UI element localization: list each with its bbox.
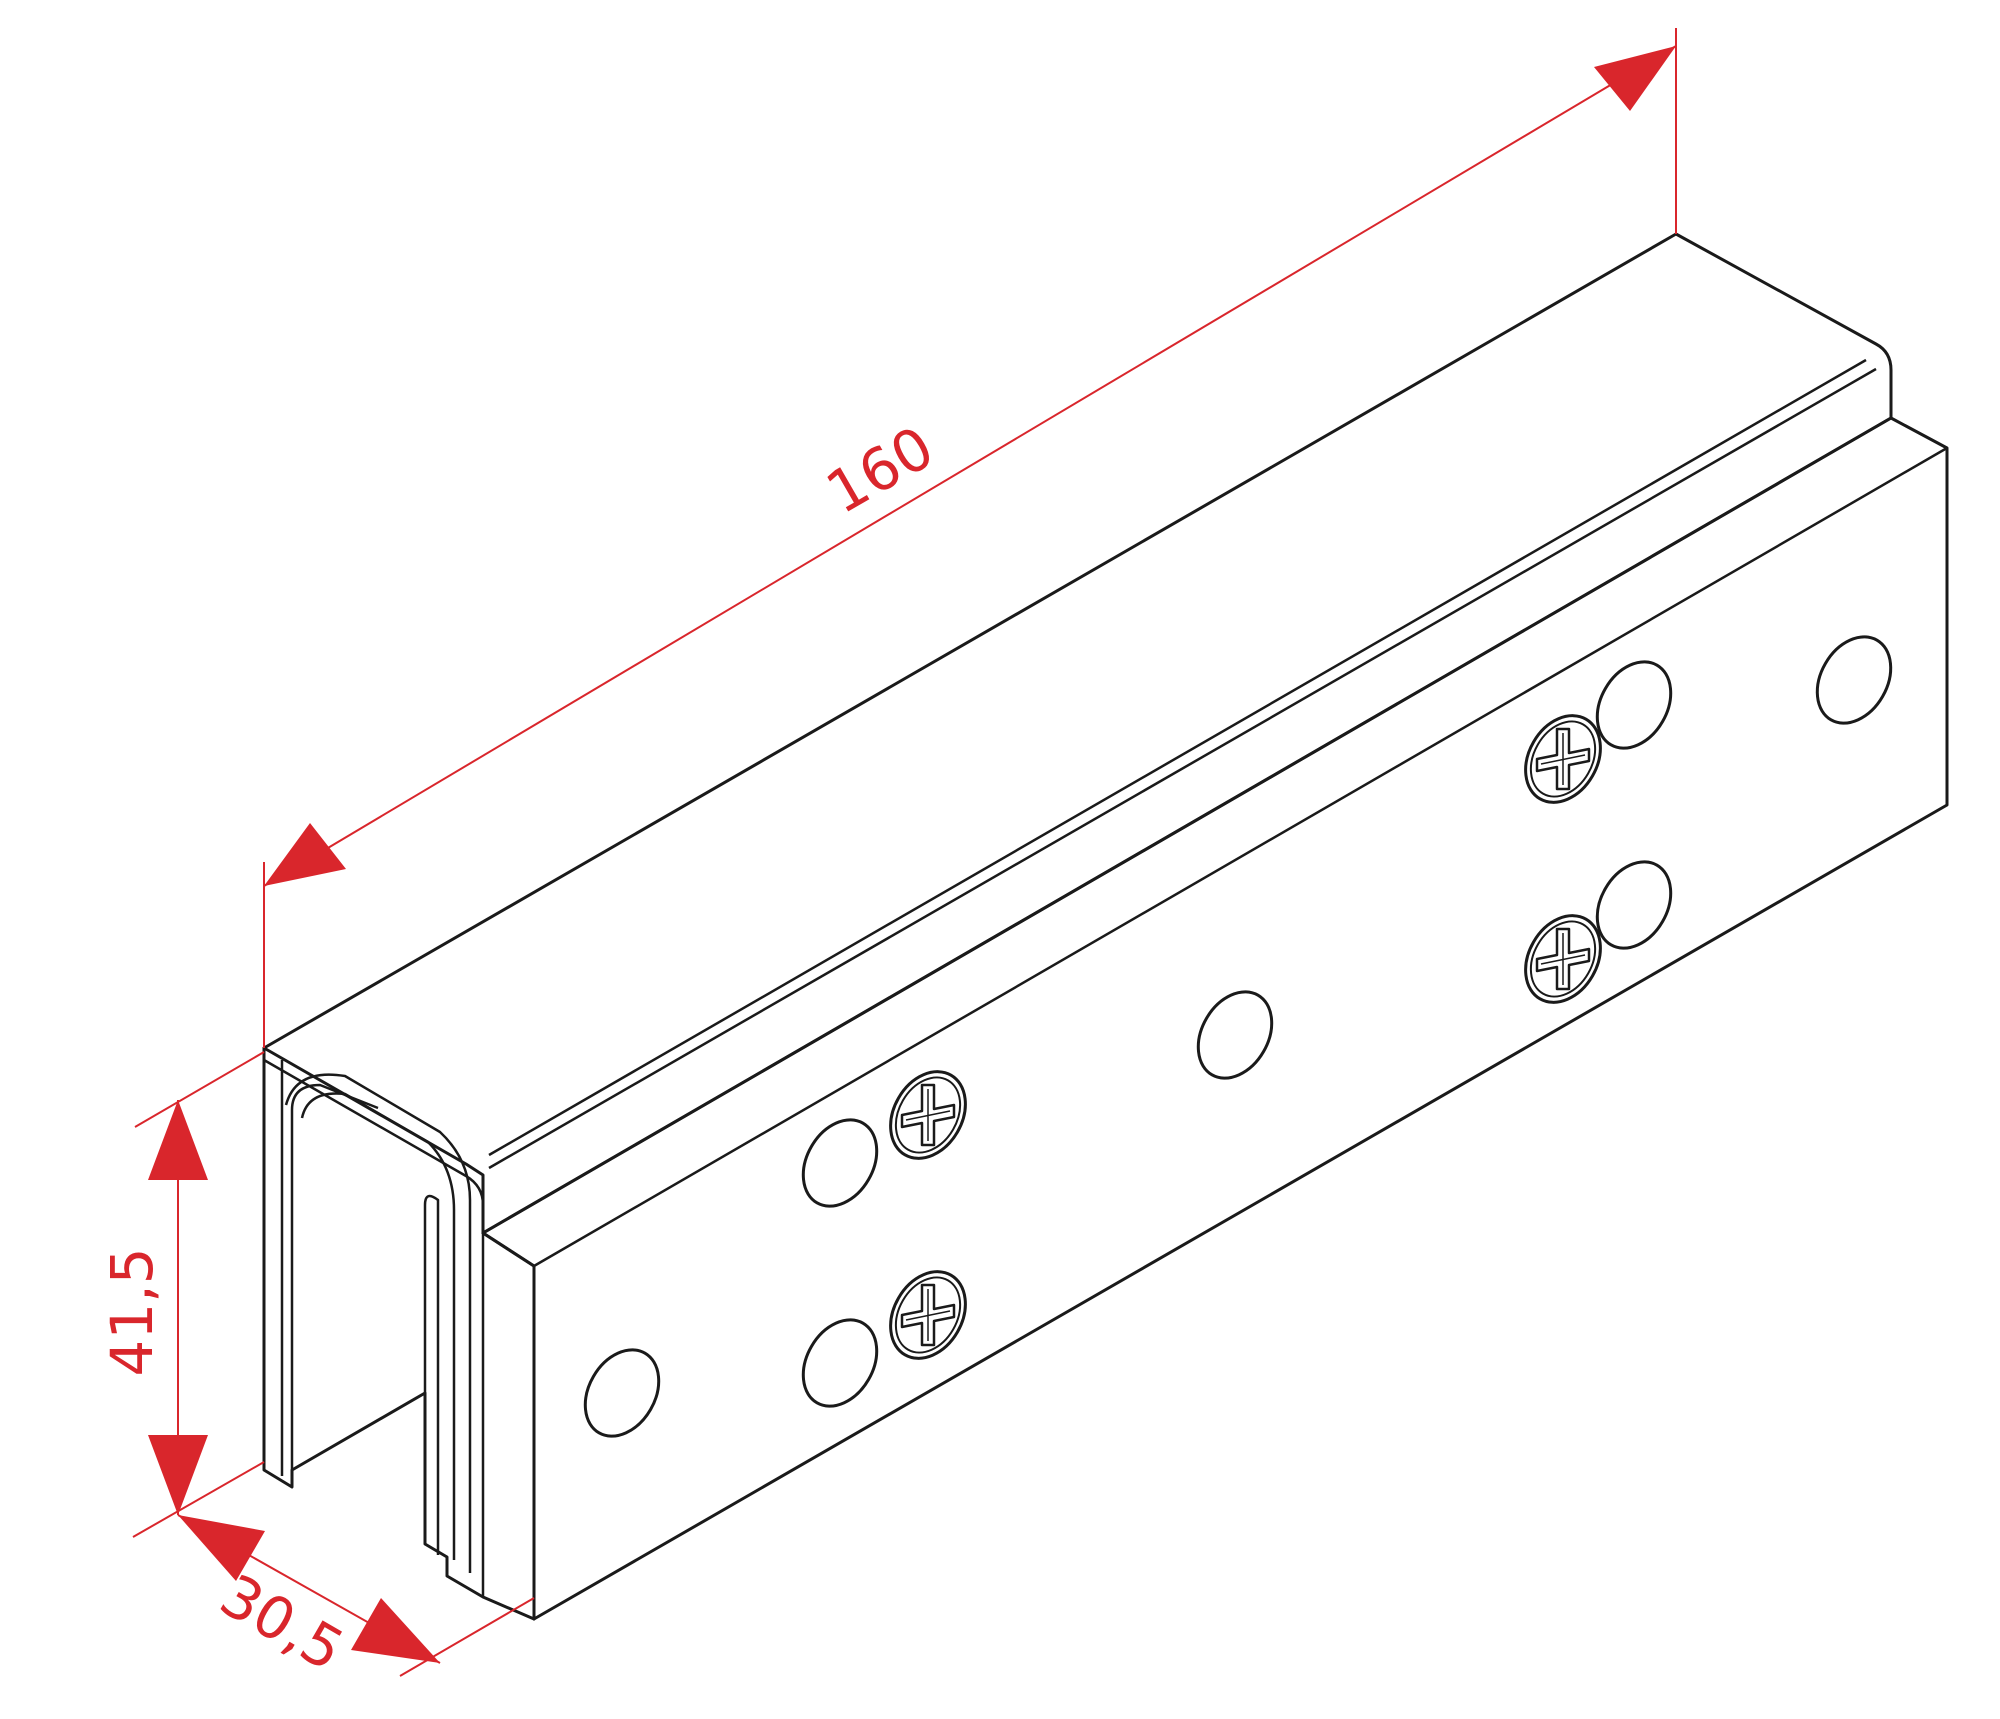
mounting-holes [583, 635, 1893, 1438]
height-dimension: 41,5 [98, 1051, 265, 1538]
length-arrow-start [264, 823, 346, 886]
top-groove-line-outer [488, 358, 1867, 1157]
height-arrow-bottom [148, 1435, 208, 1515]
mounting-hole [1196, 990, 1274, 1080]
width-extension-right [399, 1597, 535, 1677]
end-face-channel-arc-inner [300, 1092, 456, 1560]
width-arrow-start [178, 1515, 265, 1581]
end-face-channel-lip [423, 1194, 440, 1555]
width-dimension: 30,5 [177, 1514, 535, 1684]
width-dimension-label: 30,5 [209, 1561, 355, 1684]
height-extension-top [134, 1051, 265, 1128]
width-arrow-end [351, 1598, 440, 1663]
mounting-hole [801, 1318, 879, 1408]
length-dimension: 160 [263, 28, 1677, 1048]
top-groove-line-inner [488, 367, 1877, 1170]
height-extension-bottom [132, 1461, 265, 1538]
bracket-body [262, 232, 1949, 1621]
height-dimension-label: 41,5 [98, 1247, 166, 1376]
length-dimension-line [263, 45, 1677, 887]
mounting-hole [801, 1118, 879, 1208]
top-ledge-line [482, 416, 1948, 1235]
length-dimension-label: 160 [815, 413, 945, 527]
end-face-outline [262, 1046, 536, 1621]
end-face-channel-left [290, 1083, 379, 1470]
mounting-hole [1595, 660, 1673, 750]
length-arrow-end [1594, 46, 1676, 111]
mounting-hole [583, 1348, 661, 1438]
mounting-hole [1815, 635, 1893, 725]
phillips-screw-icon [874, 1256, 982, 1374]
height-arrow-top [148, 1100, 208, 1180]
dimension-annotations: 160 41,5 30,5 [98, 28, 1677, 1684]
mounting-hole [1595, 860, 1673, 950]
end-face-channel-arc-outer [284, 1073, 472, 1573]
side-face-top-edge [533, 446, 1948, 1268]
phillips-screw-icon [874, 1056, 982, 1174]
end-face-inner-wall [263, 1058, 485, 1597]
